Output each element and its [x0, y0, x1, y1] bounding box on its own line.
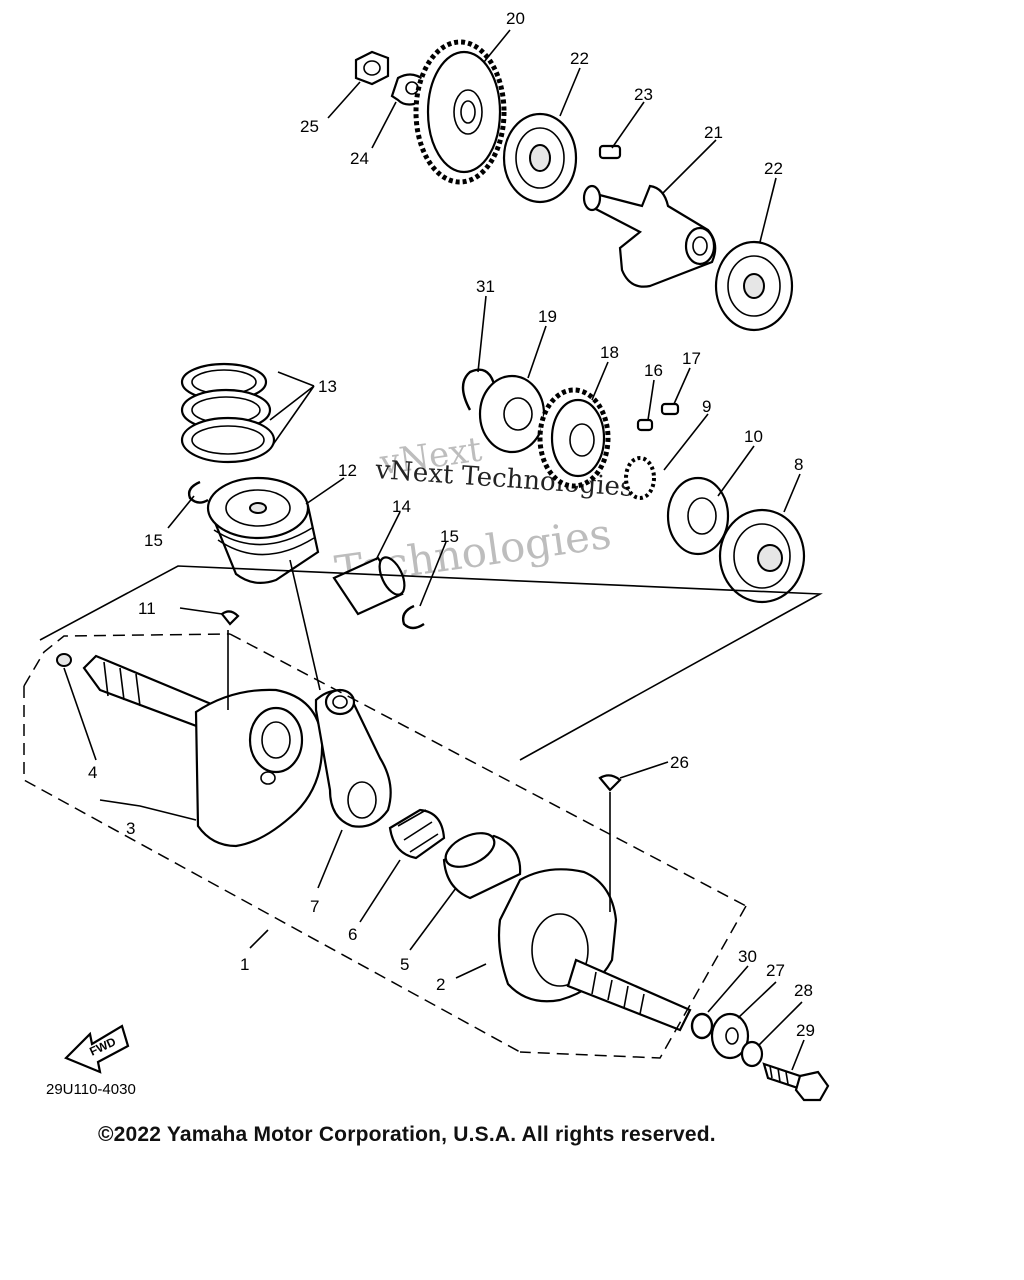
label-part-3: 3: [126, 819, 135, 838]
label-part-8: 8: [794, 455, 803, 474]
label-part-23: 23: [634, 85, 653, 104]
label-part-24: 24: [350, 149, 369, 168]
label-part-4: 4: [88, 763, 97, 782]
label-part-2: 2: [436, 975, 445, 994]
part-labels: 20 22 23 21 22 25 24 31 19 18 16 17 9 10…: [88, 9, 815, 1040]
label-part-7: 7: [310, 897, 319, 916]
crank-right-2: [497, 868, 692, 1032]
piston-12: [206, 476, 320, 585]
label-part-18: 18: [600, 343, 619, 362]
label-part-21: 21: [704, 123, 723, 142]
key-23: [598, 144, 622, 160]
label-part-13: 13: [318, 377, 337, 396]
label-part-10: 10: [744, 427, 763, 446]
crank-left-3: [82, 654, 324, 848]
connecting-rod-7: [314, 688, 392, 828]
spacer-10: [666, 476, 730, 556]
piston-ring-set-13: [180, 362, 276, 464]
bearing-22-lower: [714, 240, 794, 332]
leader-lines: [63, 29, 805, 1071]
bearing-8: [718, 508, 806, 604]
spring-16: [636, 418, 654, 432]
label-part-17: 17: [682, 349, 701, 368]
plug-4: [56, 653, 72, 667]
fwd-arrow-icon: FWD: [64, 1024, 130, 1074]
label-part-1: 1: [240, 955, 249, 974]
copyright-notice: ©2022 Yamaha Motor Corporation, U.S.A. A…: [98, 1123, 716, 1146]
label-part-28: 28: [794, 981, 813, 1000]
piston-pin-clip-15-right: [401, 604, 425, 630]
o-ring-30: [690, 1012, 714, 1040]
label-part-15a: 15: [144, 531, 163, 550]
bolt-29: [762, 1062, 830, 1102]
label-part-20: 20: [506, 9, 525, 28]
label-part-19: 19: [538, 307, 557, 326]
nut-25: [354, 50, 390, 86]
assembly-bracket-1: [23, 633, 747, 1059]
buffer-boss-9: [624, 456, 656, 500]
balancer-drive-gear-20: [413, 39, 507, 185]
washer-28: [740, 1040, 764, 1068]
woodruff-key-11: [220, 610, 240, 626]
crank-pin-5: [442, 832, 522, 900]
label-part-25: 25: [300, 117, 319, 136]
label-part-11: 11: [138, 599, 156, 618]
diagram-code: 29U110-4030: [46, 1081, 136, 1098]
label-part-29: 29: [796, 1021, 815, 1040]
pin-17: [660, 402, 680, 416]
label-part-16: 16: [644, 361, 663, 380]
label-part-27: 27: [766, 961, 785, 980]
label-part-12: 12: [338, 461, 357, 480]
piston-pin-14: [332, 556, 406, 616]
label-part-22b: 22: [764, 159, 783, 178]
balancer-driven-gear-18: [537, 387, 611, 489]
bearing-22-upper: [502, 112, 578, 204]
subassembly-outline: [39, 565, 823, 761]
label-part-6: 6: [348, 925, 357, 944]
label-part-31: 31: [476, 277, 495, 296]
label-part-26: 26: [670, 753, 689, 772]
label-part-14: 14: [392, 497, 411, 516]
plate-washer-19: [478, 374, 546, 454]
balancer-shaft-21: [582, 184, 717, 288]
label-part-30: 30: [738, 947, 757, 966]
label-part-22a: 22: [570, 49, 589, 68]
label-part-15b: 15: [440, 527, 459, 546]
label-part-9: 9: [702, 397, 711, 416]
piston-pin-clip-15-left: [187, 480, 209, 504]
plate-washer-27: [710, 1012, 750, 1060]
needle-bearing-6: [388, 808, 446, 860]
label-part-5: 5: [400, 955, 409, 974]
woodruff-key-26: [598, 774, 622, 792]
